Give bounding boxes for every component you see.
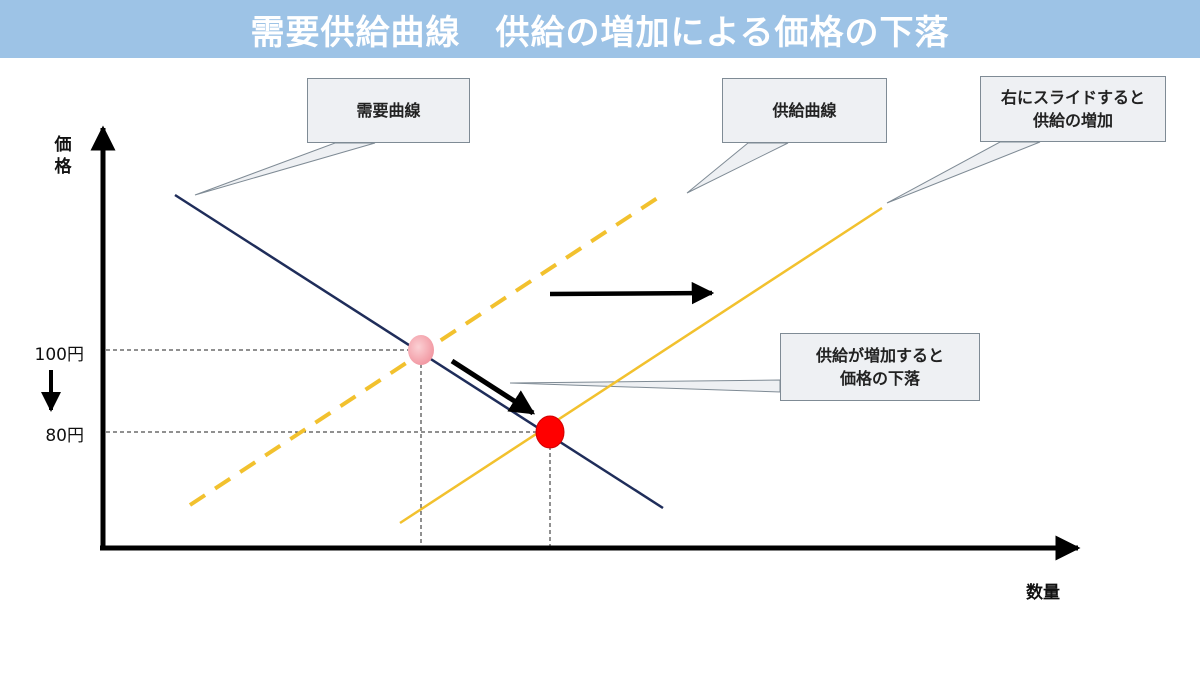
supply-curve-shifted <box>399 206 883 525</box>
callout-result-line2: 価格の下落 <box>839 369 920 388</box>
callout-demand-text: 需要曲線 <box>356 101 421 120</box>
page-title: 需要供給曲線 供給の増加による価格の下落 <box>250 12 950 53</box>
callout-result-line1: 供給が増加すると <box>815 346 944 365</box>
new-equilibrium-point <box>535 415 565 449</box>
y-axis-label: 価格 <box>54 135 72 177</box>
equilibrium-move-arrow <box>450 358 536 416</box>
price-tick-80: 80円 <box>45 426 84 446</box>
callout-shift-line1: 右にスライドすると <box>1000 88 1145 107</box>
price-tick-100: 100円 <box>34 345 84 365</box>
callout-pointers <box>194 141 1041 393</box>
old-equilibrium-point <box>408 335 434 365</box>
callout-supply-shift: 右にスライドすると 供給の増加 <box>980 76 1166 142</box>
title-bar: 需要供給曲線 供給の増加による価格の下落 <box>0 0 1200 58</box>
x-axis-label: 数量 <box>1026 583 1060 603</box>
reference-lines <box>106 349 551 547</box>
callout-supply-text: 供給曲線 <box>772 101 837 120</box>
callout-price-drop: 供給が増加すると 価格の下落 <box>780 333 980 401</box>
shift-right-arrow <box>549 281 715 305</box>
callout-shift-line2: 供給の増加 <box>1032 111 1113 130</box>
callout-supply-curve: 供給曲線 <box>722 78 887 143</box>
callout-demand-curve: 需要曲線 <box>307 78 470 143</box>
